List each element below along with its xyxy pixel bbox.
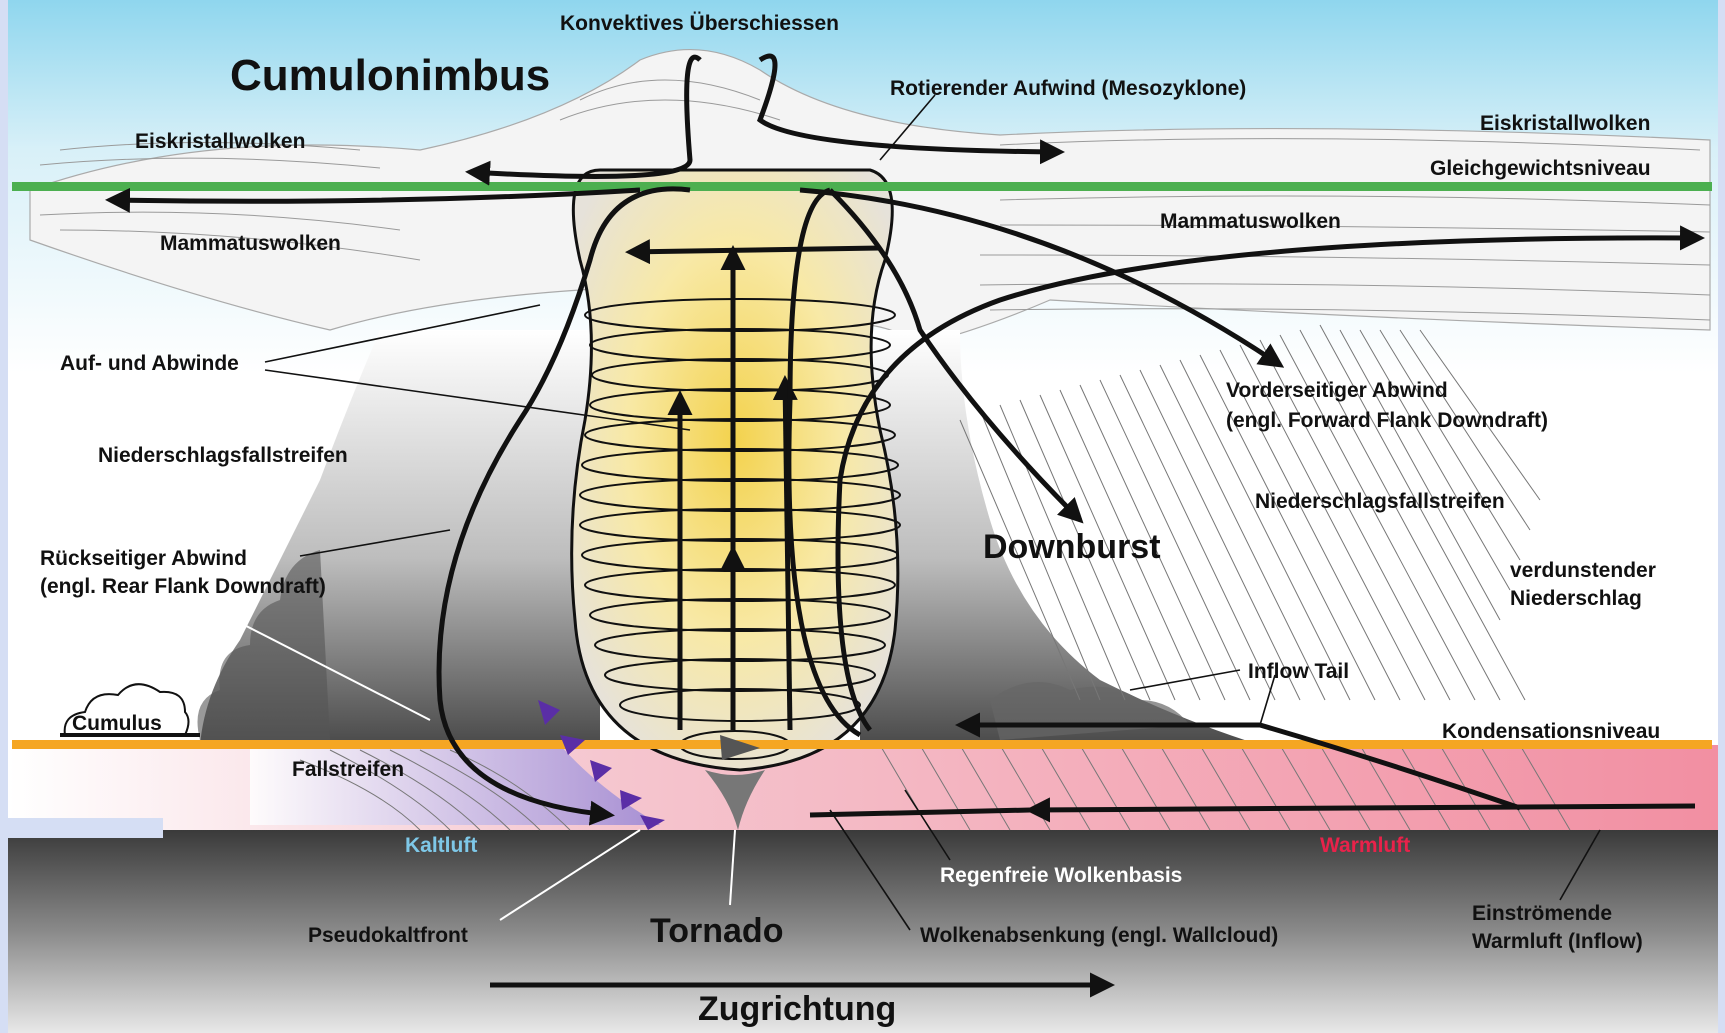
label-inflow-line2: Warmluft (Inflow) — [1472, 930, 1643, 953]
label-fallstreifen: Fallstreifen — [292, 758, 404, 781]
label-cumulus: Cumulus — [72, 712, 162, 735]
title: Cumulonimbus — [230, 51, 550, 100]
label-rainfree-base: Regenfreie Wolkenbasis — [940, 864, 1182, 887]
label-rfd-line1: Rückseitiger Abwind — [40, 547, 247, 570]
label-precip-left: Niederschlagsfallstreifen — [98, 444, 348, 467]
label-mesocyclone: Rotierender Aufwind (Mesozyklone) — [890, 77, 1246, 100]
equilibrium-level-line — [12, 182, 1712, 191]
label-pseudo-front: Pseudokaltfront — [308, 924, 468, 947]
label-wallcloud: Wolkenabsenkung (engl. Wallcloud) — [920, 924, 1278, 947]
label-downburst: Downburst — [983, 528, 1161, 566]
label-rfd-line2: (engl. Rear Flank Downdraft) — [40, 575, 326, 598]
label-equilibrium: Gleichgewichtsniveau — [1430, 157, 1651, 180]
label-evap-line2: Niederschlag — [1510, 587, 1642, 610]
label-direction: Zugrichtung — [698, 990, 896, 1028]
label-ffd-line2: (engl. Forward Flank Downdraft) — [1226, 409, 1548, 432]
label-precip-right: Niederschlagsfallstreifen — [1255, 490, 1505, 513]
label-condensation: Kondensationsniveau — [1442, 720, 1660, 743]
label-kaltluft: Kaltluft — [405, 834, 477, 857]
frame-notch — [8, 818, 163, 838]
label-mammatus-right: Mammatuswolken — [1160, 210, 1341, 233]
label-updrafts: Auf- und Abwinde — [60, 352, 239, 375]
label-inflow-line1: Einströmende — [1472, 902, 1612, 925]
label-evap-line1: verdunstender — [1510, 559, 1656, 582]
label-warmluft: Warmluft — [1320, 834, 1410, 857]
label-tornado: Tornado — [650, 912, 783, 950]
label-ice-right: Eiskristallwolken — [1480, 112, 1650, 135]
label-mammatus-left: Mammatuswolken — [160, 232, 341, 255]
label-ice-left: Eiskristallwolken — [135, 130, 305, 153]
label-inflow-tail: Inflow Tail — [1248, 660, 1349, 683]
label-overshoot: Konvektives Überschiessen — [560, 12, 839, 35]
label-ffd-line1: Vorderseitiger Abwind — [1226, 379, 1448, 402]
